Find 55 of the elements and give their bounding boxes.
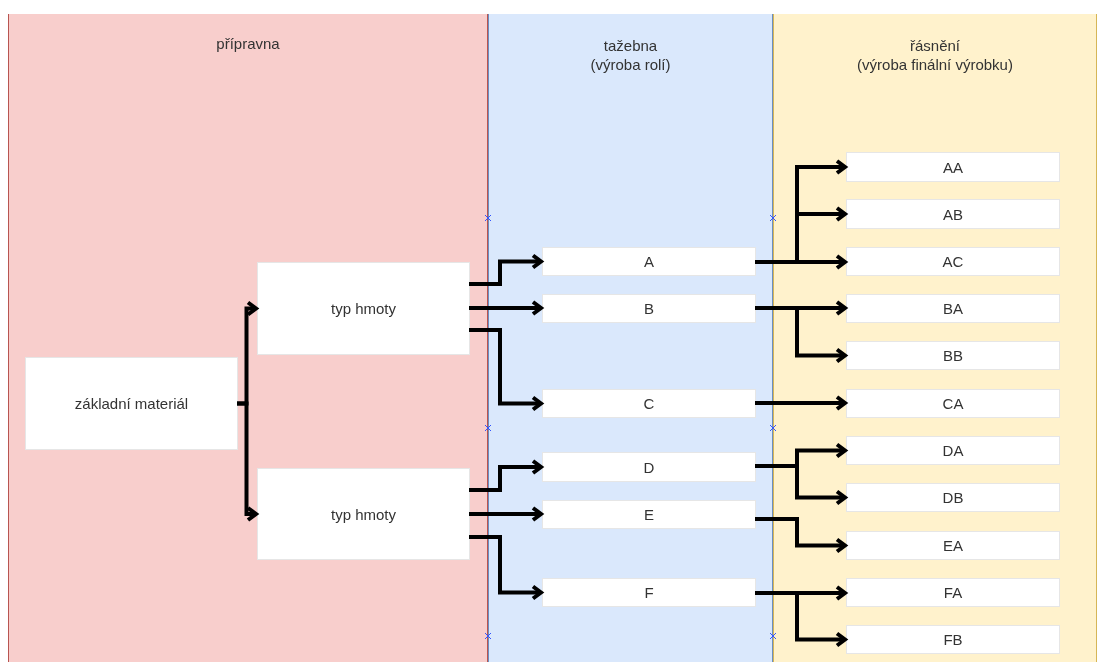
box-label: AB [943, 205, 963, 223]
process-box [846, 578, 1060, 607]
arrow [755, 395, 847, 411]
box-label: typ hmoty [331, 300, 396, 317]
process-box [542, 294, 756, 323]
process-box [846, 247, 1060, 276]
arrow [755, 517, 847, 554]
arrow [469, 328, 543, 412]
process-box [257, 468, 470, 560]
box-label: E [644, 506, 654, 523]
arrow [237, 401, 258, 522]
box-label: EA [943, 537, 963, 554]
process-box [846, 436, 1060, 465]
process-box [542, 389, 756, 418]
box-label: D [643, 458, 655, 476]
process-box [846, 389, 1060, 418]
lane-title: přípravna [215, 34, 281, 53]
process-box [257, 262, 470, 355]
process-box [542, 500, 756, 529]
process-box [846, 531, 1060, 560]
process-box [846, 199, 1060, 229]
process-box [542, 452, 756, 482]
arrow [469, 300, 543, 316]
box-label: FA [943, 584, 963, 601]
box-label: DA [942, 442, 964, 459]
arrow [469, 253, 543, 286]
box-label: typ hmoty [331, 505, 396, 523]
process-box [846, 625, 1060, 654]
box-label: DB [942, 489, 964, 506]
process-box [846, 294, 1060, 323]
process-box [846, 341, 1060, 370]
arrow [469, 535, 543, 601]
box-label: B [644, 300, 654, 317]
process-box [846, 152, 1060, 182]
process-box [25, 357, 238, 450]
process-box [846, 483, 1060, 512]
box-label: C [643, 395, 655, 412]
box-label: BB [943, 347, 963, 364]
lane-title: řásnění (výroba finální výrobku) [856, 36, 1014, 74]
box-label: AC [942, 253, 964, 270]
box-label: základní materiál [74, 395, 189, 412]
box-label: CA [942, 395, 964, 412]
box-label: F [644, 584, 654, 601]
lane-title: tažebna (výroba rolí) [589, 36, 672, 74]
box-label: BA [943, 300, 963, 317]
swimlane [488, 14, 773, 662]
process-box [542, 578, 756, 607]
box-label: FB [943, 631, 963, 648]
arrow [469, 506, 543, 522]
box-label: AA [943, 158, 963, 176]
swimlane [8, 14, 488, 662]
box-label: A [644, 253, 654, 270]
process-box [542, 247, 756, 276]
arrow [469, 459, 543, 492]
swimlane [773, 14, 1097, 662]
